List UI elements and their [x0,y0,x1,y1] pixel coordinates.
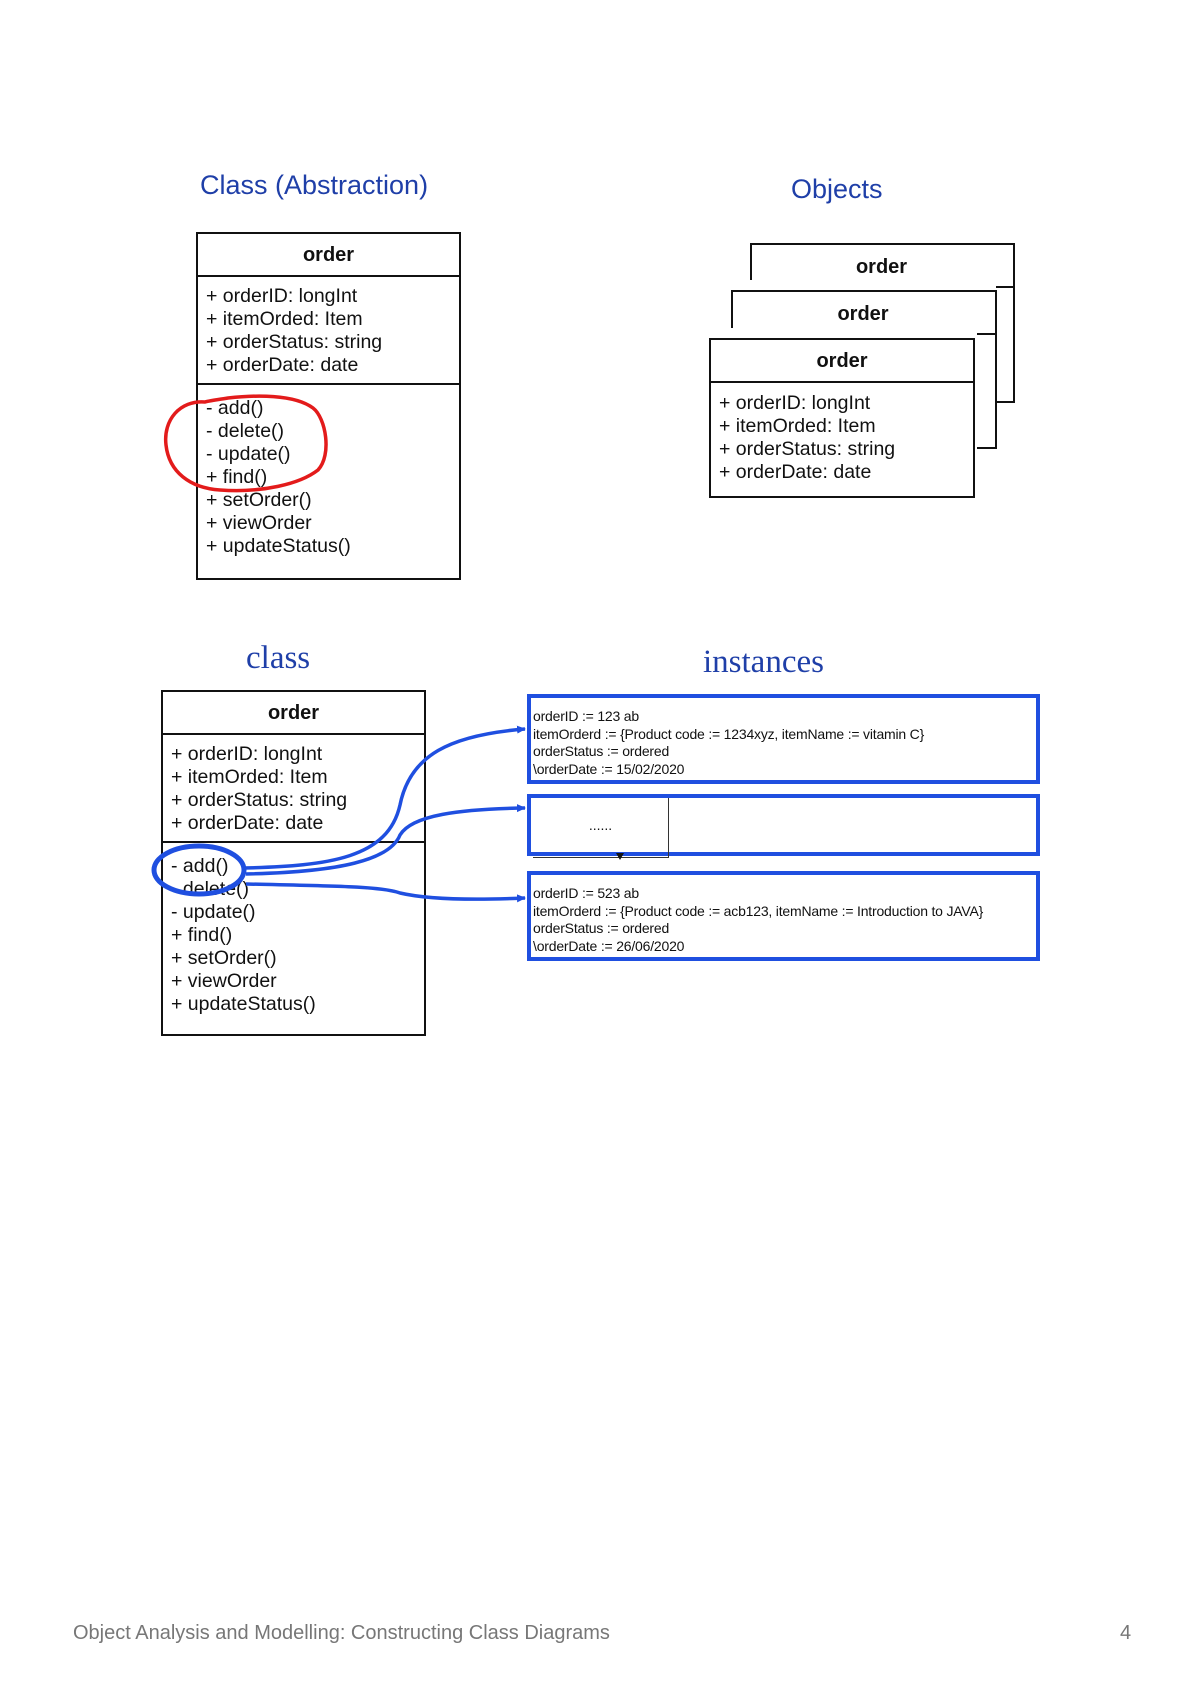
blue-highlight-ellipse [151,843,247,897]
page-number: 4 [1120,1622,1132,1644]
instance-field: \orderDate := 15/02/2020 [533,760,685,777]
operation: - delete() [206,420,285,442]
instance-field: orderID := 523 ab [533,885,639,901]
operation: + setOrder() [171,947,277,969]
red-highlight-circle [163,394,328,493]
attribute: + orderDate: date [171,812,324,834]
class-attributes: + orderID: longInt + itemOrded: Item + o… [163,735,424,843]
object-front: order + orderID: longInt + itemOrded: It… [709,338,975,498]
operation: + updateStatus() [171,993,316,1015]
instance-box-3: orderID := 523 ab itemOrderd := {Product… [527,871,1040,961]
object-name: order [837,303,889,325]
bottom-class-box: order + orderID: longInt + itemOrded: It… [161,690,426,1036]
instance-field: \orderDate := 26/06/2020 [533,937,685,954]
object-attributes: + orderID: longInt + itemOrded: Item + o… [711,383,973,484]
class-name: order [198,234,459,277]
instance-field: orderID := 123 ab [533,708,639,724]
class-operations: - add() - delete() - update() + find() +… [198,385,459,562]
object-name: order [711,340,973,383]
arrow-to-instance-1 [243,725,526,870]
object-middle-bottom-tick [977,447,997,449]
object-back-left-edge [750,243,752,280]
attribute: + itemOrded: Item [719,415,876,437]
object-back-bottom-tick [996,401,1015,403]
operation: + viewOrder [206,512,312,534]
object-back-tick [996,286,1015,288]
placeholder-arrow-icon [616,853,624,860]
top-class-box: order + orderID: longInt + itemOrded: It… [196,232,461,580]
instance-field: orderStatus := ordered [533,743,670,759]
attribute: + orderStatus: string [171,789,348,811]
attribute: + orderStatus: string [719,438,896,460]
class-heading: class [246,640,311,676]
attribute: + itemOrded: Item [206,308,363,330]
attribute: + orderID: longInt [719,392,871,414]
attribute: + orderStatus: string [206,331,383,353]
arrow-to-instance-3 [245,882,526,903]
class-abstraction-heading: Class (Abstraction) [200,170,429,200]
attribute: + orderID: longInt [171,743,323,765]
instance-placeholder: ...... [533,798,669,858]
operation: - add() [206,397,264,419]
arrow-to-instance-2 [245,804,526,876]
attribute: + itemOrded: Item [171,766,328,788]
class-attributes: + orderID: longInt + itemOrded: Item + o… [198,277,459,385]
instance-field: orderStatus := ordered [533,920,670,936]
operation: + updateStatus() [206,535,351,557]
operation: - add() [171,855,229,877]
instance-field: itemOrderd := {Product code := 1234xyz, … [533,725,925,742]
instance-box-2: ...... [527,794,1040,858]
instance-box-1: orderID := 123 ab itemOrderd := {Product… [527,694,1040,784]
attribute: + orderID: longInt [206,285,358,307]
objects-heading: Objects [791,174,883,204]
footer-title: Object Analysis and Modelling: Construct… [73,1622,610,1644]
operation: - update() [206,443,291,465]
operation: - update() [171,901,256,923]
operation: + find() [171,924,233,946]
object-middle-tick [977,333,997,335]
instances-heading: instances [703,644,824,680]
operation: + setOrder() [206,489,312,511]
object-middle-left-edge [731,290,733,328]
instance-field: itemOrderd := {Product code := acb123, i… [533,902,984,919]
operation: + find() [206,466,268,488]
operation: + viewOrder [171,970,277,992]
class-name: order [163,692,424,735]
class-operations: - add() - delete() - update() + find() +… [163,843,424,1020]
object-name: order [855,256,908,278]
attribute: + orderDate: date [206,354,359,376]
attribute: + orderDate: date [719,461,872,483]
